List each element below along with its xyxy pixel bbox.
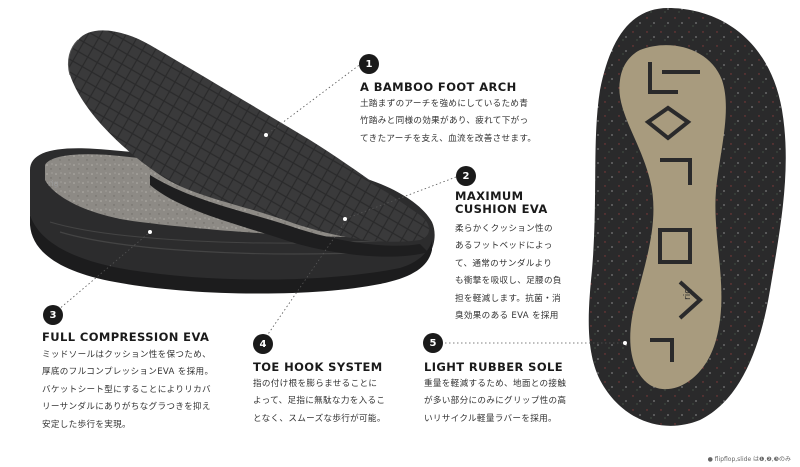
callout-dots — [148, 133, 627, 345]
outsole-logo: rig — [683, 288, 693, 300]
feature-4-body: 指の付け根を膨らませることに よって、足指に無駄な力を入るこ となく、スムーズな… — [253, 379, 386, 424]
feature-5-title: LIGHT RUBBER SOLE — [424, 360, 563, 374]
feature-5-badge: 5 — [423, 333, 443, 353]
footnote: ● flipflop,slide は❶,❷,❸のみ — [707, 456, 791, 463]
feature-4-title: TOE HOOK SYSTEM — [253, 360, 383, 374]
feature-2-badge: 2 — [456, 166, 476, 186]
leader-lines — [57, 62, 625, 344]
brand-logo: rig — [48, 179, 59, 188]
insole — [67, 30, 429, 257]
feature-5-body: 重量を軽減するため、地面との接触 が多い部分にのみにグリップ性の高 いリサイクル… — [424, 379, 567, 424]
feature-3-body: ミッドソールはクッション性を保つため、 厚底のフルコンプレッションEVA を採用… — [42, 350, 214, 430]
feature-2-body: 柔らかくクッション性の あるフットベッドによっ て、通常のサンダルより も衝撃を… — [455, 224, 562, 322]
feature-1-body: 土踏まずのアーチを強めにしているため青 竹踏みと同様の効果があり、疲れて下がっ … — [360, 99, 537, 144]
feature-4-badge: 4 — [253, 334, 273, 354]
feature-2-title: MAXIMUM CUSHION EVA — [455, 189, 548, 216]
feature-1-title: A BAMBOO FOOT ARCH — [360, 80, 517, 94]
feature-3-title: FULL COMPRESSION EVA — [42, 330, 210, 344]
feature-1-badge: 1 — [359, 54, 379, 74]
feature-3-badge: 3 — [43, 305, 63, 325]
outsole: rig — [588, 8, 786, 426]
